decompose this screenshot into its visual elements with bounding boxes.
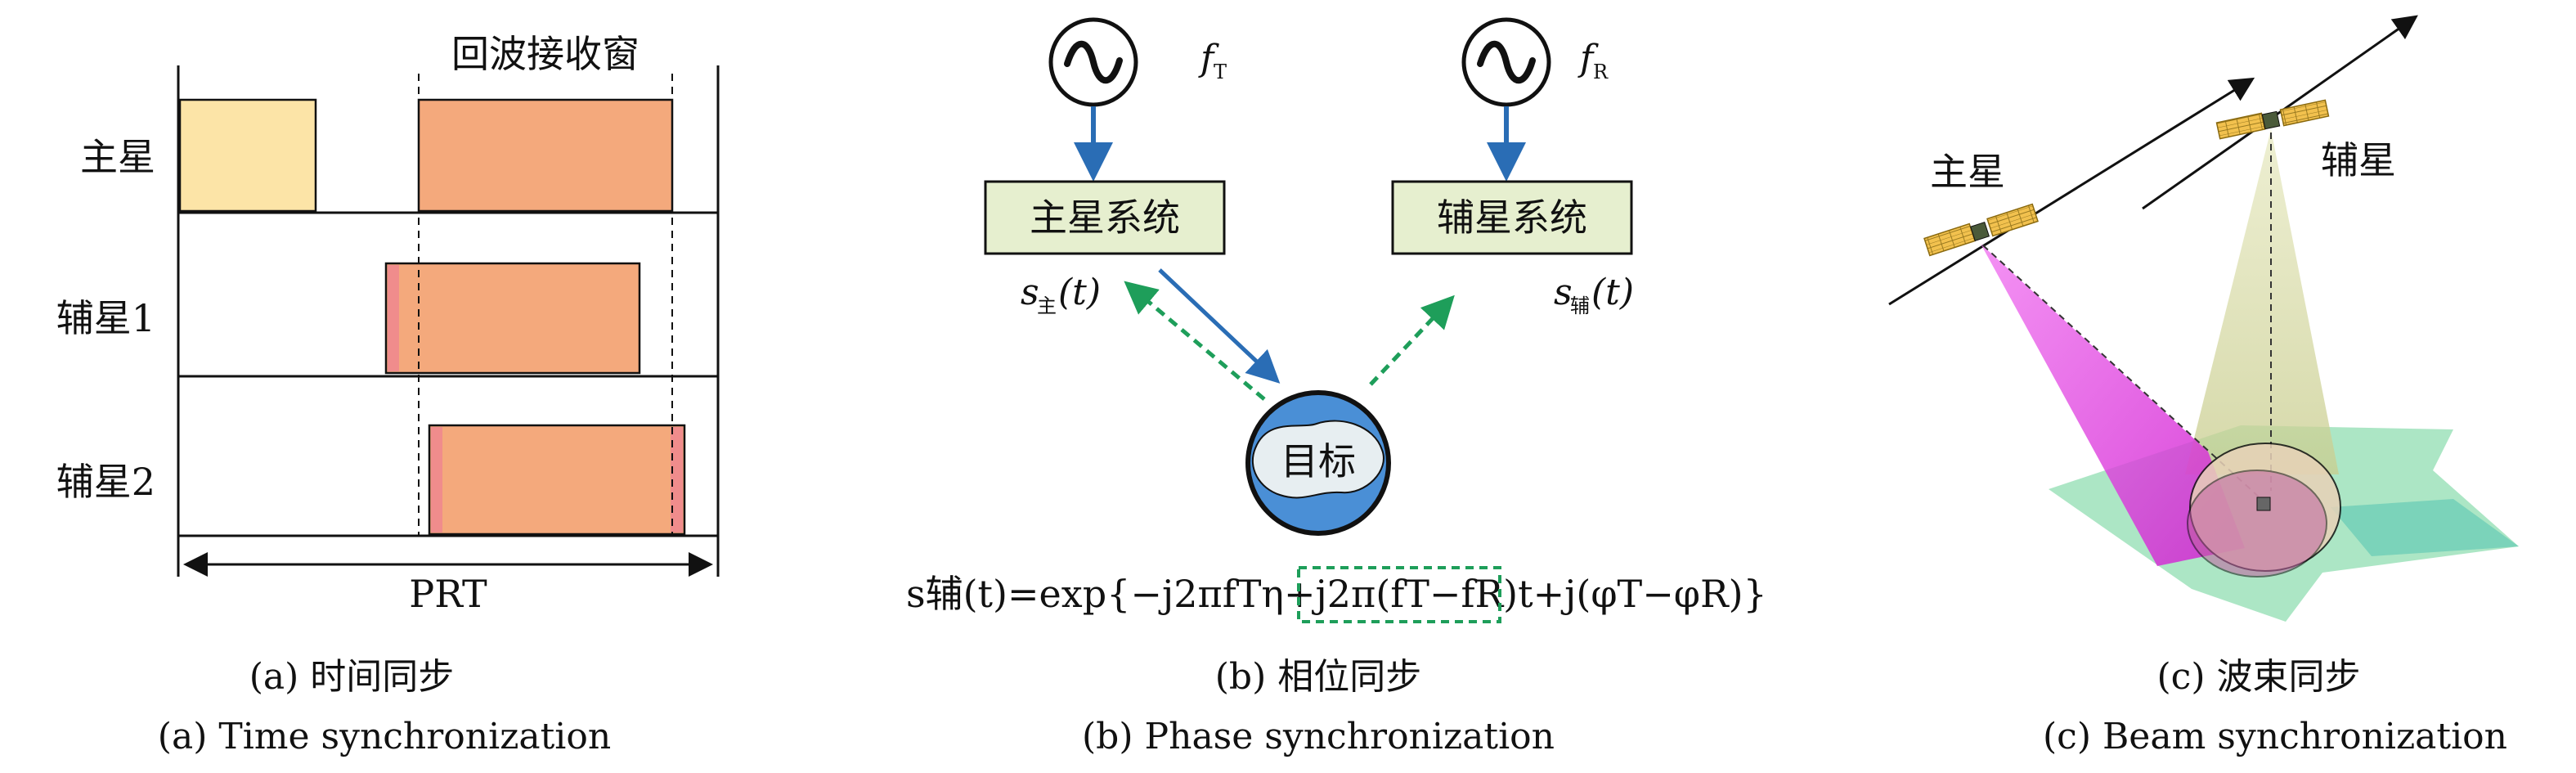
sub-system-label: 辅星系统 (1437, 195, 1587, 240)
ground-arrow (2331, 499, 2519, 556)
signal-main-arg: (t) (1058, 272, 1101, 313)
row-label-sub2: 辅星2 (56, 460, 155, 504)
signal-sub-sub: 辅 (1570, 294, 1590, 317)
signal-sub-arg: (t) (1591, 272, 1634, 313)
caption-en-b: (b) Phase synchronization (1082, 716, 1555, 757)
sub2-echo-edge-right (671, 427, 683, 533)
sub-system-box (1391, 180, 1633, 255)
prt-label: PRT (409, 572, 487, 616)
phase-sync-panel: f T f R 主星系统 辅星系统 s 主 (t) s 辅 (t) (906, 17, 1767, 757)
main-footprint (2187, 470, 2327, 578)
sub-orbit-arrow (2142, 15, 2418, 210)
caption-cn-c: (c) 波束同步 (2157, 656, 2361, 698)
sub2-echo-edge-left (431, 427, 442, 533)
sub-satellite-label: 辅星 (2321, 138, 2396, 182)
sub1-echo-block (384, 262, 641, 375)
main-beam-axis (1982, 245, 2262, 500)
time-sync-panel: 回波接收窗 主星 辅星1 辅星2 PRT (a) 时间同步 (a) Time s… (56, 32, 720, 757)
sub1-echo-edge (388, 265, 399, 371)
main-system-box (984, 180, 1226, 255)
transmit-arrow (1158, 268, 1281, 384)
signal-main-label: s (1021, 272, 1039, 313)
target-label: 目标 (1281, 439, 1356, 483)
caption-cn-b: (b) 相位同步 (1215, 656, 1421, 698)
caption-cn-a: (a) 时间同步 (249, 656, 455, 698)
oscillator-r-icon (1461, 17, 1551, 107)
target-icon (1245, 390, 1391, 536)
main-satellite-label: 主星 (1930, 150, 2005, 194)
receive-window-label: 回波接收窗 (451, 32, 640, 76)
sync-formula: s辅(t)=exp{−j2πfTη+j2π(fT−fR)t+j(φT−φR)} (906, 572, 1767, 616)
signal-main-sub: 主 (1037, 294, 1057, 317)
main-echo-block (417, 98, 674, 213)
sub-satellite-icon (2215, 99, 2330, 140)
main-beam-cone (1981, 244, 2245, 566)
sub2-echo-block (428, 424, 686, 536)
oscillator-t-icon (1048, 17, 1138, 107)
frequency-offset-highlight (1297, 566, 1501, 623)
main-pulse-block (178, 98, 317, 213)
row-label-sub1: 辅星1 (56, 296, 155, 340)
main-orbit-arrow (1888, 77, 2255, 306)
beam-sync-panel: 主星 辅星 (c) 波束同步 (c) Beam synchronization (1888, 15, 2519, 757)
main-satellite-icon (1923, 203, 2039, 257)
row-label-main: 主星 (80, 135, 155, 179)
echo-arrow-sub (1369, 294, 1455, 386)
ground-target-icon (2256, 497, 2271, 511)
sub-beam-cone (2185, 129, 2339, 474)
caption-en-c: (c) Beam synchronization (2043, 716, 2507, 757)
freq-r-sub: R (1593, 61, 1609, 83)
freq-t-sub: T (1214, 61, 1227, 83)
signal-sub-label: s (1554, 272, 1573, 313)
echo-arrow-main (1124, 281, 1266, 401)
main-system-label: 主星系统 (1030, 195, 1180, 240)
caption-en-a: (a) Time synchronization (158, 716, 611, 757)
